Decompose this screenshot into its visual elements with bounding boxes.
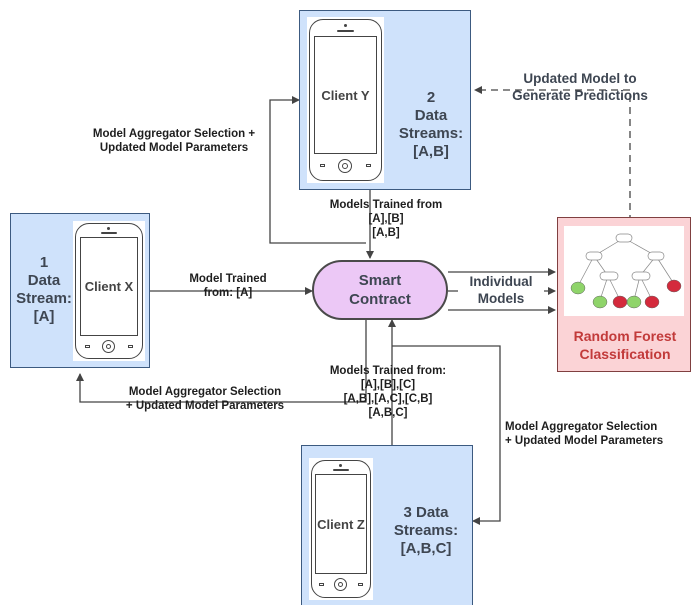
tree-leaf-red xyxy=(666,279,682,293)
label-x-to-contract: Model Trained from: [A] xyxy=(189,273,267,299)
label-contract-to-x: Model Aggregator Selection + Updated Mod… xyxy=(125,386,285,412)
random-forest-box: Random Forest Classification xyxy=(557,217,691,372)
client-x-name: Client X xyxy=(84,279,134,294)
client-y-screen: Client Y xyxy=(314,36,377,154)
client-y-streams: 2 Data Streams: [A,B] xyxy=(398,89,464,160)
tree-leaf-green xyxy=(570,281,586,295)
client-x-phone: Client X xyxy=(73,221,145,361)
label-contract-to-z: Model Aggregator Selection + Updated Mod… xyxy=(505,421,664,447)
label-y-to-contract: Models Trained from [A],[B] [A,B] xyxy=(329,199,443,239)
tree-leaf-red xyxy=(644,295,660,309)
label-rf-to-y: Updated Model to Generate Predictions xyxy=(512,71,648,103)
client-z-name: Client Z xyxy=(317,516,365,532)
client-z-phone: Client Z xyxy=(309,458,373,600)
client-y-box: Client Y 2 Data Streams: [A,B] xyxy=(299,10,471,190)
tree-leaf-green xyxy=(592,295,608,309)
label-contract-to-rf: Individual Models xyxy=(458,273,544,307)
edge-contract-to-x xyxy=(76,319,367,403)
tree-leaf-green xyxy=(626,295,642,309)
label-z-to-contract: Models Trained from: [A],[B],[C] [A,B],[… xyxy=(329,365,447,419)
client-x-screen: Client X xyxy=(80,237,138,336)
tree-leaf-red xyxy=(612,295,628,309)
decision-tree-icon xyxy=(564,226,684,316)
smart-contract-line2: Contract xyxy=(349,291,411,308)
client-z-screen: Client Z xyxy=(315,474,367,574)
client-z-streams: 3 Data Streams: [A,B,C] xyxy=(393,504,459,557)
smart-contract-node: Smart Contract xyxy=(312,260,448,320)
edge-rf-to-y xyxy=(474,86,631,222)
client-x-streams: 1 Data Stream: [A] xyxy=(16,254,72,325)
edge-contract-to-z xyxy=(392,345,501,525)
random-forest-title: Random Forest Classification xyxy=(573,328,677,362)
edge-contract-to-y xyxy=(269,96,366,244)
client-z-box: Client Z 3 Data Streams: [A,B,C] xyxy=(301,445,473,605)
smart-contract-line1: Smart xyxy=(358,272,402,289)
client-y-phone: Client Y xyxy=(307,17,384,183)
client-y-name: Client Y xyxy=(321,87,370,103)
label-contract-to-y: Model Aggregator Selection + Updated Mod… xyxy=(92,128,256,154)
client-x-box: 1 Data Stream: [A] Client X xyxy=(10,213,150,368)
